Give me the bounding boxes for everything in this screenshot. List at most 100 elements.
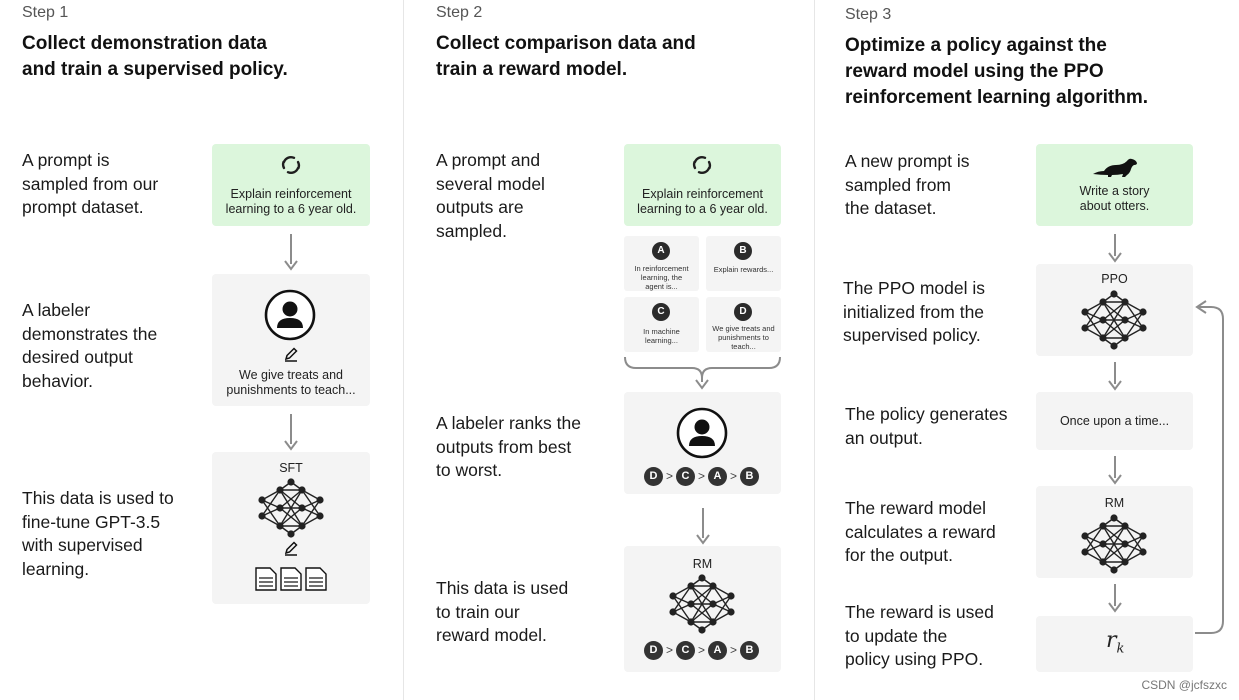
rank-badge-1: D (644, 467, 663, 486)
nn-edge (712, 595, 732, 623)
rm-label: RM (1104, 496, 1125, 510)
nn-edge (1084, 311, 1104, 339)
reward-symbol: rk (1106, 628, 1125, 657)
nn-edge (1102, 525, 1126, 545)
nn-node (1099, 558, 1107, 566)
documents-icon (255, 567, 327, 591)
rank-badge-4: B (740, 641, 759, 660)
nn-node (1099, 298, 1107, 306)
nn-node (298, 522, 306, 530)
nn-node (1139, 308, 1147, 316)
nn-node (298, 486, 306, 494)
nn-edge (690, 585, 714, 623)
rank-sep-1: > (666, 643, 674, 657)
nn-node (276, 504, 284, 512)
rank-sep-3: > (730, 469, 738, 483)
nn-edge (1124, 535, 1144, 563)
ranking-row: D > C > A > B (644, 467, 774, 486)
nn-node (1099, 334, 1107, 342)
nn-node (669, 592, 677, 600)
nn-node (1121, 334, 1129, 342)
nn-node (316, 512, 324, 520)
nn-node (1081, 532, 1089, 540)
brace-connector (624, 356, 781, 390)
nn-edge (1102, 543, 1126, 563)
arrow-down (284, 414, 298, 451)
nn-edge (690, 603, 714, 623)
rank-badge-3: A (708, 641, 727, 660)
nn-node (298, 504, 306, 512)
output-badge-a: A (652, 242, 670, 260)
otter-icon (1093, 158, 1137, 177)
output-badge-b: B (734, 242, 752, 260)
ranking-row: D > C > A > B (644, 641, 774, 660)
nn-node (1121, 298, 1129, 306)
step2-rm-card: RM D > C > A > B (624, 546, 781, 672)
nn-node (1099, 522, 1107, 530)
nn-node (669, 608, 677, 616)
nn-node (698, 574, 706, 582)
arrow-down (1108, 584, 1122, 613)
step3-title: Optimize a policy against the reward mod… (845, 35, 1148, 108)
step3-label: Step 3 (845, 6, 892, 23)
nn-node (709, 582, 717, 590)
nn-edge (1084, 301, 1104, 329)
rank-sep-2: > (698, 643, 706, 657)
nn-node (709, 618, 717, 626)
arrow-down (1108, 456, 1122, 485)
step1-title: Collect demonstration data and train a s… (22, 33, 288, 80)
ppo-label: PPO (1101, 272, 1128, 286)
step1-label: Step 1 (22, 4, 69, 21)
nn-edge (1084, 525, 1104, 553)
watermark: CSDN @jcfszxc (1141, 678, 1227, 692)
arrow-down (284, 234, 298, 271)
nn-node (687, 582, 695, 590)
step3-reward-card: rk (1036, 616, 1193, 672)
nn-edge (1124, 525, 1144, 553)
nn-node (1139, 548, 1147, 556)
nn-node (727, 608, 735, 616)
step1-sft-card: SFT (212, 452, 370, 604)
nn-edge (1102, 301, 1126, 339)
rm-label: RM (692, 557, 713, 571)
step3-rm-card: RM (1036, 486, 1193, 578)
nn-node (316, 496, 324, 504)
nn-node (698, 626, 706, 634)
nn-edge (1102, 525, 1126, 563)
nn-edge (1102, 301, 1126, 321)
arrow-down (696, 508, 710, 545)
nn-node (276, 486, 284, 494)
nn-edge (672, 595, 692, 623)
nn-node (1081, 324, 1089, 332)
nn-node (709, 600, 717, 608)
nn-node (1099, 316, 1107, 324)
user-avatar-icon (264, 289, 316, 341)
step3-output-text: Once upon a time... (1059, 414, 1170, 428)
nn-node (1121, 522, 1129, 530)
nn-edge (301, 499, 321, 527)
neural-network-icon (1081, 290, 1147, 350)
nn-node (1110, 290, 1118, 298)
nn-edge (279, 489, 303, 527)
nn-edge (712, 585, 732, 613)
nn-node (687, 618, 695, 626)
refresh-icon (692, 156, 712, 174)
step2-column: Step 2 Collect comparison data and train… (404, 0, 814, 700)
output-card-b: B Explain rewards... (706, 236, 781, 291)
nn-node (287, 478, 295, 486)
